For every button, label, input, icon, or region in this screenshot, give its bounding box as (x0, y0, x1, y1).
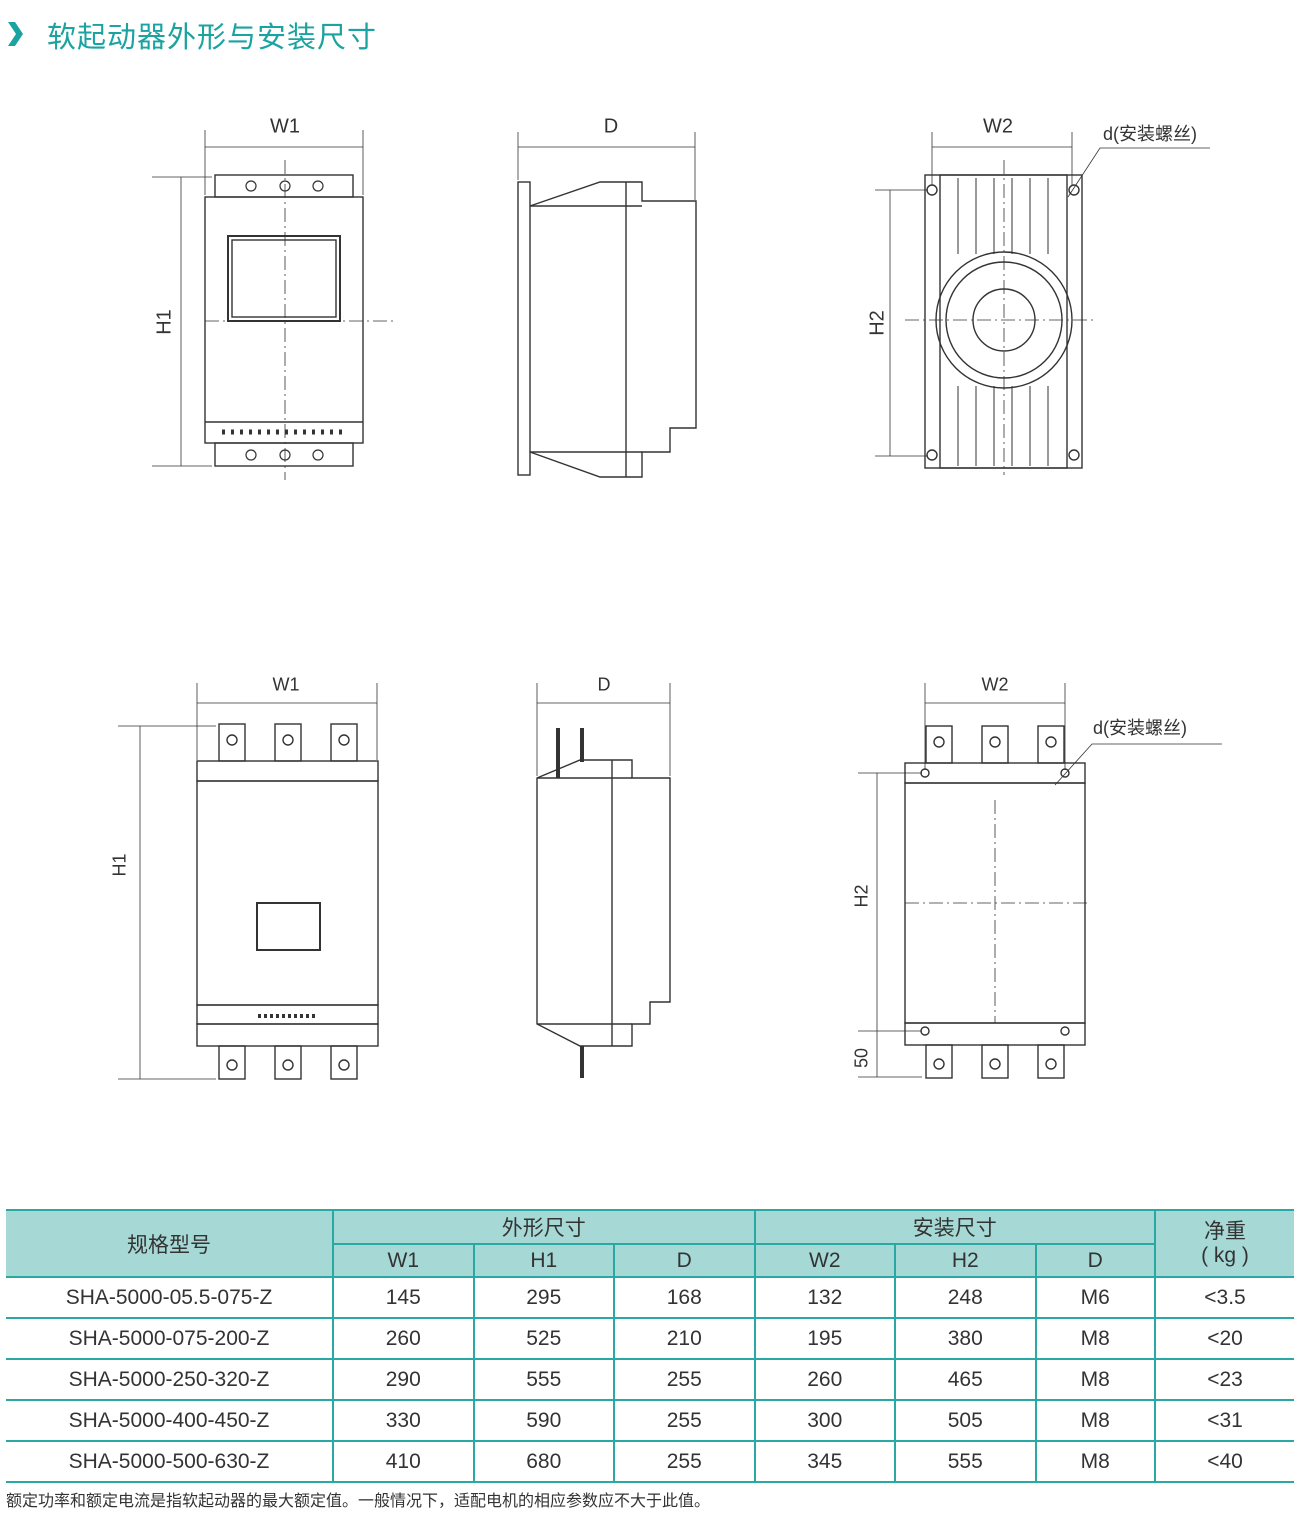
table-cell: 295 (472, 1276, 615, 1319)
table-cell: SHA-5000-500-630-Z (6, 1440, 334, 1483)
table-cell: <23 (1154, 1358, 1294, 1401)
table-cell: 210 (613, 1317, 756, 1360)
table-cell: <31 (1154, 1399, 1294, 1442)
table-cell: 380 (894, 1317, 1037, 1360)
label-w2: W2 (981, 674, 1009, 695)
drawing-front-small (152, 130, 395, 480)
weight-unit: ( kg ) (1201, 1243, 1249, 1267)
drawing-side-large (536, 683, 671, 1078)
drawing-back-small (875, 132, 1210, 475)
label-offset-50: 50 (851, 1047, 872, 1069)
label-w1: W1 (270, 115, 300, 138)
table-cell: 410 (332, 1440, 475, 1483)
table-cell: <3.5 (1154, 1276, 1294, 1319)
header-w2: W2 (753, 1243, 896, 1278)
weight-label: 净重 (1204, 1219, 1246, 1243)
table-cell: 255 (613, 1399, 756, 1442)
header-h1: H1 (472, 1243, 615, 1278)
table-cell: <40 (1154, 1440, 1294, 1483)
table-cell: M6 (1034, 1276, 1156, 1319)
table-cell: 145 (332, 1276, 475, 1319)
label-h1: H1 (109, 853, 130, 877)
label-h2: H2 (866, 310, 889, 336)
table-cell: 505 (894, 1399, 1037, 1442)
section-title: 软起动器外形与安装尺寸 (47, 20, 378, 54)
header-screw-d: D (1034, 1243, 1155, 1278)
footnote: 额定功率和额定电流是指软起动器的最大额定值。一般情况下，适配电机的相应参数应不大… (6, 1491, 711, 1510)
table-cell: 590 (472, 1399, 615, 1442)
table-cell: M8 (1034, 1399, 1156, 1442)
table-cell: 260 (753, 1358, 896, 1401)
table-cell: 300 (753, 1399, 896, 1442)
drawing-back-large (858, 683, 1222, 1079)
table-cell: 555 (894, 1440, 1037, 1483)
drawing-side-small (517, 132, 697, 478)
dimension-drawings (118, 130, 1222, 1080)
table-cell: SHA-5000-075-200-Z (6, 1317, 334, 1360)
table-cell: 255 (613, 1358, 756, 1401)
header-h2: H2 (894, 1243, 1037, 1278)
table-cell: 260 (332, 1317, 475, 1360)
table-cell: 195 (753, 1317, 896, 1360)
table-cell: 465 (894, 1358, 1037, 1401)
label-h1: H1 (153, 309, 176, 335)
label-d: D (603, 115, 619, 138)
header-d: D (613, 1243, 756, 1278)
chevron-right-icon (8, 22, 23, 46)
table-cell: 255 (613, 1440, 756, 1483)
header-install: 安装尺寸 (753, 1209, 1156, 1245)
label-w1: W1 (272, 674, 300, 695)
label-w2: W2 (983, 115, 1013, 138)
table-cell: M8 (1034, 1440, 1156, 1483)
table-cell: SHA-5000-05.5-075-Z (6, 1276, 334, 1319)
table-cell: 330 (332, 1399, 475, 1442)
header-model: 规格型号 (6, 1209, 334, 1278)
table-cell: 525 (472, 1317, 615, 1360)
table-cell: SHA-5000-400-450-Z (6, 1399, 334, 1442)
spec-table: 规格型号 外形尺寸 安装尺寸 净重( kg ) W1 H1 D W2 H2 D … (6, 1209, 1294, 1483)
label-screw: d(安装螺丝) (1093, 718, 1187, 738)
table-cell: 168 (613, 1276, 756, 1319)
label-h2: H2 (851, 884, 872, 908)
header-outline: 外形尺寸 (332, 1209, 756, 1245)
label-screw: d(安装螺丝) (1103, 124, 1197, 144)
table-cell: 248 (894, 1276, 1037, 1319)
table-cell: 290 (332, 1358, 475, 1401)
table-cell: <20 (1154, 1317, 1294, 1360)
label-d: D (597, 674, 611, 695)
table-cell: SHA-5000-250-320-Z (6, 1358, 334, 1401)
drawing-front-large (118, 683, 379, 1080)
table-cell: M8 (1034, 1317, 1156, 1360)
table-cell: 555 (472, 1358, 615, 1401)
table-cell: 132 (753, 1276, 896, 1319)
table-cell: 345 (753, 1440, 896, 1483)
table-cell: M8 (1034, 1358, 1156, 1401)
header-w1: W1 (333, 1243, 475, 1278)
header-weight: 净重( kg ) (1154, 1209, 1294, 1278)
table-cell: 680 (472, 1440, 615, 1483)
